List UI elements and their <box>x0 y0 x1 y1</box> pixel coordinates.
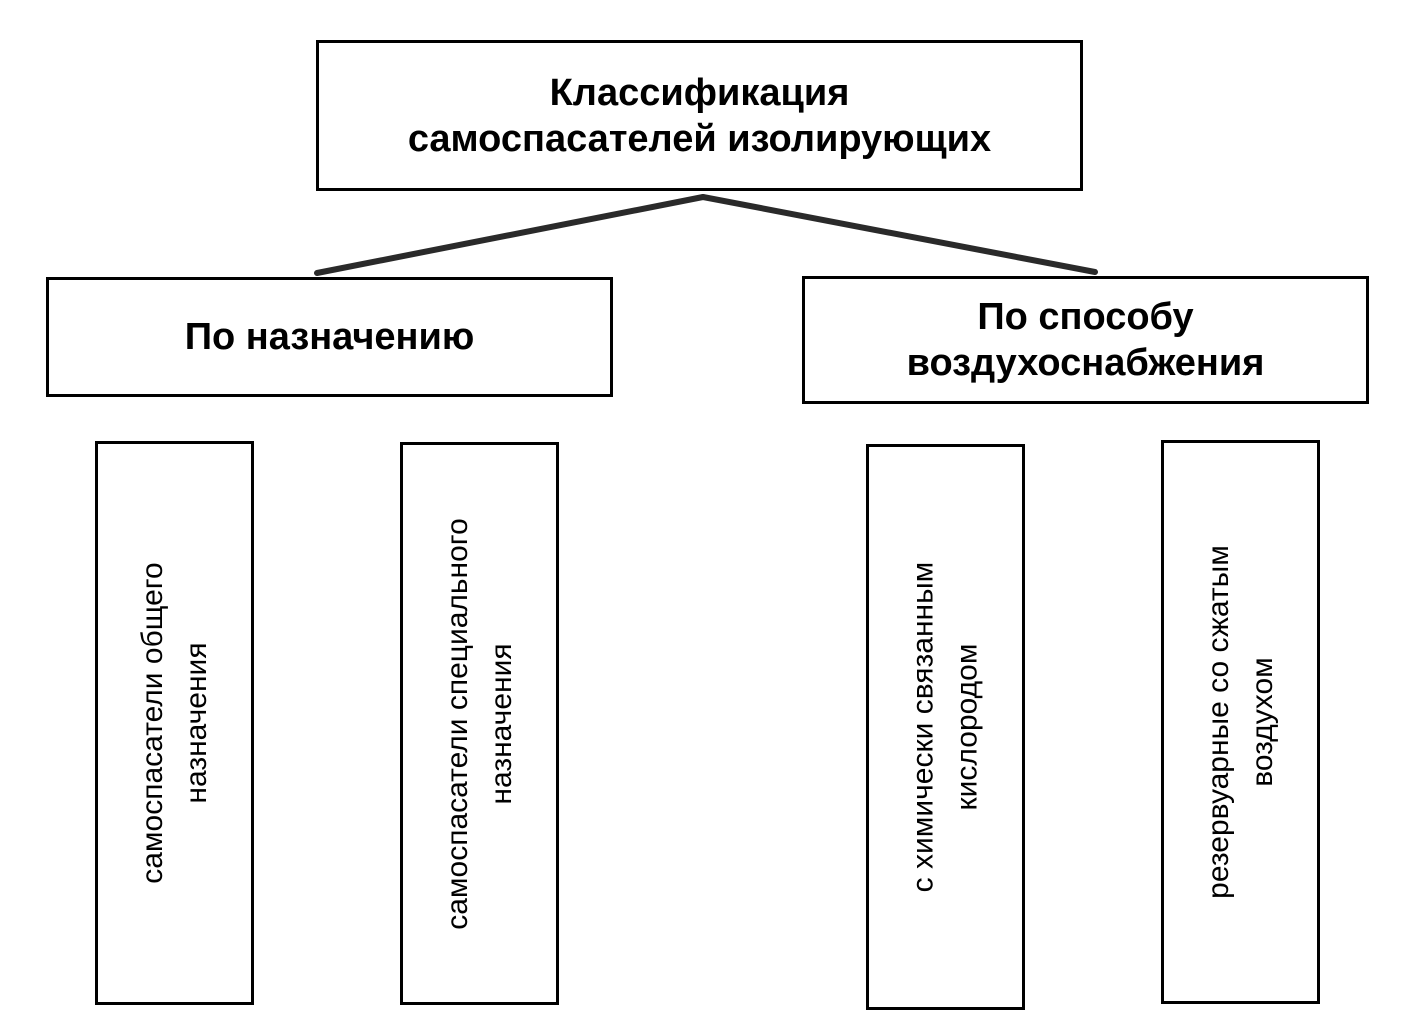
leaf-general-purpose-label: самоспасатели общего назначения <box>131 562 219 884</box>
root-node: Классификация самоспасателей изолирующих <box>316 40 1083 191</box>
category-by-air-supply: По способу воздухоснабжения <box>802 276 1369 404</box>
leaf-general-purpose-line1: самоспасатели общего <box>135 562 169 884</box>
category-by-air-supply-label: По способу воздухоснабжения <box>907 294 1265 386</box>
leaf-special-purpose-line2: назначения <box>484 642 518 805</box>
category-by-purpose-line1: По назначению <box>184 316 475 358</box>
root-title: Классификация самоспасателей изолирующих <box>408 70 991 162</box>
category-by-air-supply-line1: По способу <box>977 296 1194 338</box>
leaf-chemically-bound-oxygen-label: с химически связанным кислородом <box>902 562 990 893</box>
category-by-purpose: По назначению <box>46 277 613 397</box>
leaf-compressed-air-label: резервуарные со сжатым воздухом <box>1197 545 1285 899</box>
leaf-compressed-air-line1: резервуарные со сжатым <box>1201 545 1235 899</box>
leaf-chemically-bound-oxygen-line1: с химически связанным <box>906 561 940 893</box>
connector-root-to-purpose <box>314 194 706 276</box>
category-by-purpose-label: По назначению <box>185 314 475 360</box>
connector-root-to-air-supply <box>700 194 1098 275</box>
leaf-chemically-bound-oxygen: с химически связанным кислородом <box>866 444 1025 1010</box>
leaf-general-purpose: самоспасатели общего назначения <box>95 441 254 1005</box>
root-title-line2: самоспасателей изолирующих <box>407 117 992 160</box>
leaf-compressed-air-line2: воздухом <box>1245 657 1279 787</box>
root-title-line1: Классификация <box>549 71 850 114</box>
leaf-special-purpose: самоспасатели специального назначения <box>400 442 559 1005</box>
leaf-special-purpose-label: самоспасатели специального назначения <box>436 518 524 930</box>
category-by-air-supply-line2: воздухоснабжения <box>906 342 1265 384</box>
leaf-compressed-air: резервуарные со сжатым воздухом <box>1161 440 1320 1004</box>
leaf-general-purpose-line2: назначения <box>179 642 213 804</box>
leaf-special-purpose-line1: самоспасатели специального <box>440 517 474 930</box>
leaf-chemically-bound-oxygen-line2: кислородом <box>950 643 984 811</box>
